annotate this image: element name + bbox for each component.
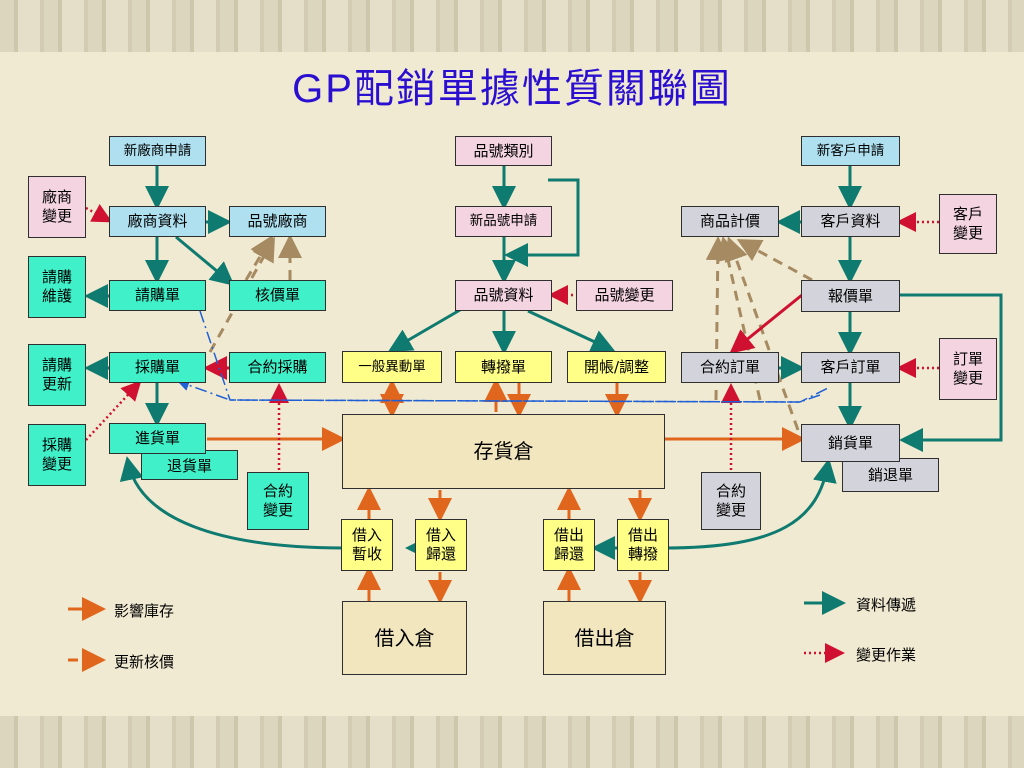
item-vendor-box: 品號廠商 <box>229 206 326 237</box>
borrow-in-temp-box: 借入 暫收 <box>341 519 393 571</box>
decorative-bottom-band <box>0 716 1024 768</box>
requisition-update-box: 請購 更新 <box>28 344 86 406</box>
item-data-box: 品號資料 <box>455 280 552 311</box>
borrow-in-return-box: 借入 歸還 <box>415 519 467 571</box>
requisition-maint-box: 請購 維護 <box>28 256 86 318</box>
vendor-change-box: 廠商 變更 <box>28 176 86 238</box>
new-vendor-box: 新廠商申請 <box>109 136 206 166</box>
legend-update-price: 更新核價 <box>114 653 175 671</box>
item-change-box: 品號變更 <box>576 280 673 311</box>
purchase-change-box: 採購 變更 <box>28 424 86 486</box>
return-goods-box: 退貨單 <box>141 450 238 480</box>
item-category-box: 品號類別 <box>455 136 552 166</box>
decorative-top-band <box>0 0 1024 52</box>
requisition-box: 請購單 <box>109 280 206 311</box>
product-pricing-box: 商品計價 <box>681 206 779 237</box>
sales-delivery-box: 銷貨單 <box>801 424 900 462</box>
order-change-box: 訂單 變更 <box>939 338 997 400</box>
contract-change-right-box: 合約 變更 <box>701 472 761 530</box>
inventory-warehouse-box: 存貨倉 <box>342 414 665 489</box>
customer-data-box: 客戶資料 <box>801 206 900 237</box>
contract-change-left-box: 合約 變更 <box>247 472 309 530</box>
borrow-in-warehouse-box: 借入倉 <box>342 601 467 675</box>
legend-data-transfer: 資料傳遞 <box>856 596 917 614</box>
page-title: GP配銷單據性質關聯圖 <box>292 66 732 112</box>
transfer-box: 轉撥單 <box>455 351 552 383</box>
quotation-box: 報價單 <box>801 280 900 312</box>
new-customer-box: 新客戶申請 <box>801 136 900 166</box>
lend-out-warehouse-box: 借出倉 <box>543 601 666 675</box>
purchase-order-box: 採購單 <box>109 352 206 383</box>
customer-change-box: 客戶 變更 <box>939 194 997 254</box>
lend-out-transfer-box: 借出 轉撥 <box>617 519 669 571</box>
general-move-box: 一般異動單 <box>342 351 442 383</box>
customer-order-box: 客戶訂單 <box>801 352 900 383</box>
sales-return-box: 銷退單 <box>842 458 939 492</box>
lend-out-return-box: 借出 歸還 <box>543 519 595 571</box>
receipt-box: 進貨單 <box>109 423 206 454</box>
new-item-box: 新品號申請 <box>455 206 552 237</box>
legend-affect-inventory: 影響庫存 <box>114 602 175 620</box>
legend-change-operation: 變更作業 <box>856 646 917 664</box>
vendor-data-box: 廠商資料 <box>109 206 206 237</box>
opening-adjust-box: 開帳/調整 <box>567 351 666 383</box>
contract-purchase-box: 合約採購 <box>229 352 326 383</box>
price-check-box: 核價單 <box>229 280 326 311</box>
contract-order-box: 合約訂單 <box>681 352 779 383</box>
